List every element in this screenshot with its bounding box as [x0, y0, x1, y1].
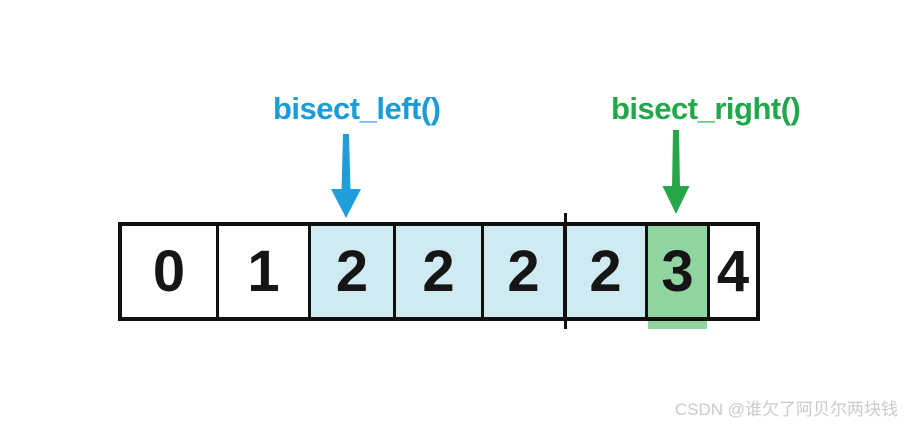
green-cell-fill-overhang [648, 320, 707, 329]
array-cell: 3 [648, 226, 710, 317]
array-cell: 1 [219, 226, 311, 317]
array-cell: 2 [396, 226, 484, 317]
bisect-left-arrow-icon [331, 134, 361, 218]
array-cell: 0 [122, 226, 219, 317]
bisect-right-arrow-icon [662, 130, 690, 214]
array-cell: 2 [566, 226, 648, 317]
array-cell: 2 [484, 226, 566, 317]
sorted-array: 0 1 2 2 2 2 3 4 [118, 222, 760, 321]
bisect-right-label: bisect_right() [611, 91, 801, 126]
bisect-left-label: bisect_left() [273, 91, 441, 126]
array-cell: 4 [710, 226, 756, 317]
divider-tick-mark [564, 213, 567, 329]
csdn-watermark: CSDN @谁欠了阿贝尔两块钱 [674, 400, 898, 419]
array-cell: 2 [311, 226, 396, 317]
